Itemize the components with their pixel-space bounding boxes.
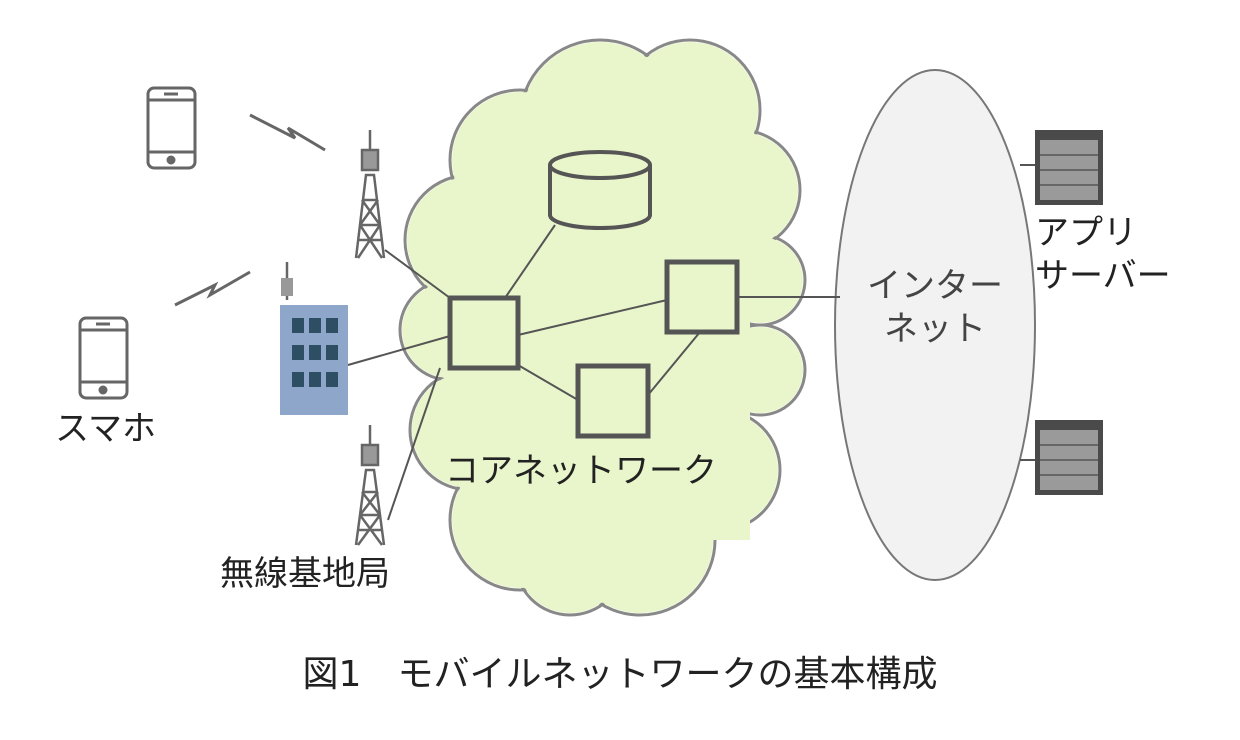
- router-node: [664, 259, 740, 335]
- antenna-tower-icon: [354, 425, 386, 546]
- links: [347, 164, 1035, 521]
- server-icon: [1035, 420, 1103, 495]
- router-node: [447, 295, 521, 371]
- server-icon: [1035, 130, 1103, 205]
- database-icon: [548, 150, 652, 230]
- internet-ellipse: [834, 69, 1036, 581]
- base-station-label: 無線基地局: [220, 554, 390, 594]
- internet-label-line2: ネット: [884, 308, 986, 349]
- wireless-signal-icon: [174, 270, 251, 307]
- internet-label: インター ネット: [860, 265, 1010, 350]
- core-network-label: コアネットワーク: [445, 451, 717, 491]
- router-node: [575, 363, 651, 439]
- smartphone-label: スマホ: [55, 409, 156, 449]
- building-base-station-icon: [280, 262, 348, 415]
- smartphone-icon: [78, 316, 129, 400]
- core-network-cloud: [398, 38, 807, 617]
- internet-label-line1: インター: [867, 266, 1003, 306]
- app-server-label-line1: アプリ: [1035, 213, 1137, 253]
- antenna-tower-icon: [354, 130, 386, 259]
- smartphone-icon: [146, 86, 197, 170]
- app-server-label: アプリ サーバー: [1035, 212, 1171, 297]
- figure-caption: 図1 モバイルネットワークの基本構成: [302, 654, 938, 695]
- app-server-label-line2: サーバー: [1035, 255, 1171, 296]
- wireless-signal-icon: [249, 113, 326, 152]
